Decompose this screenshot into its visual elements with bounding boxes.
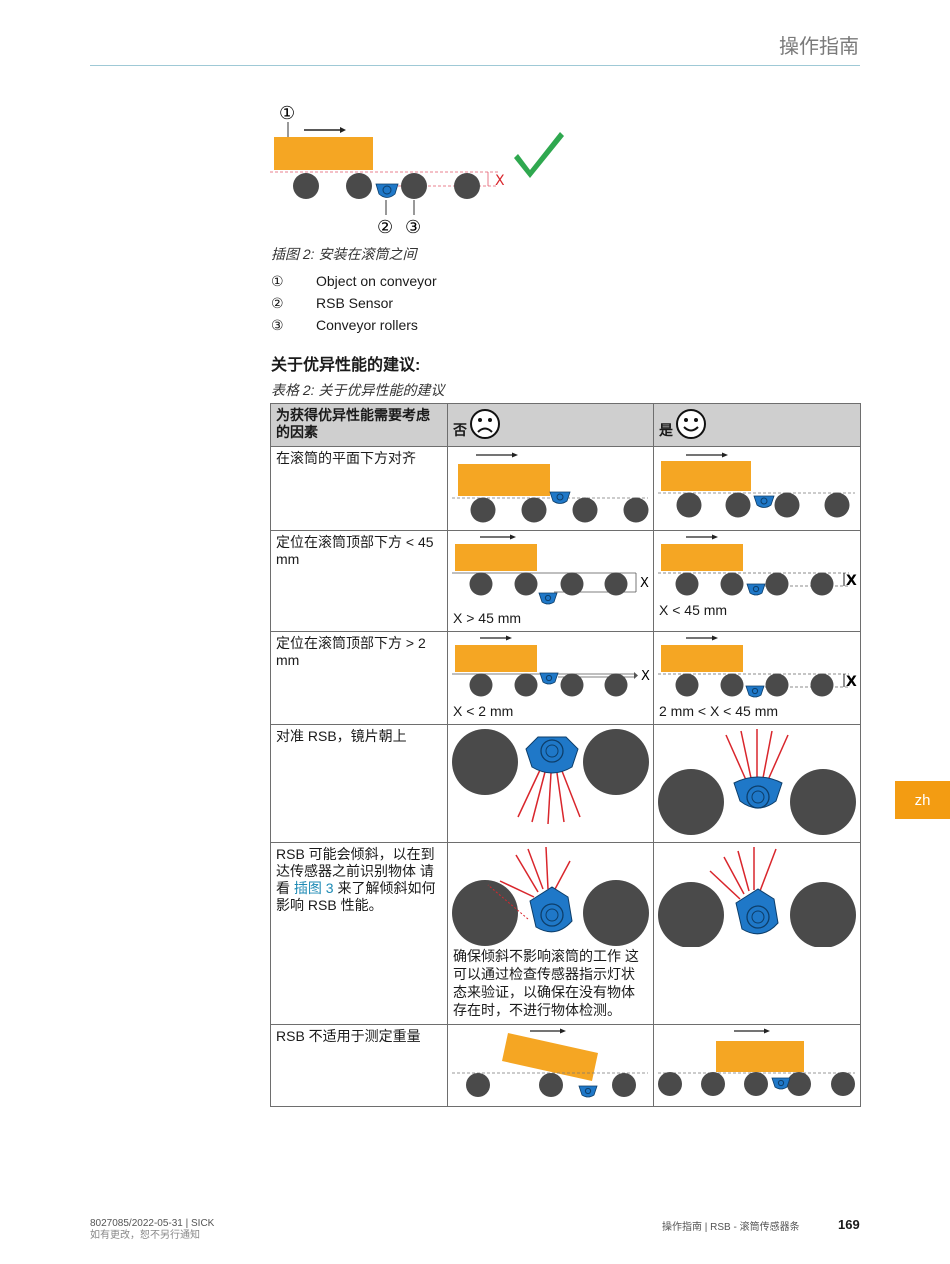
sad-face-icon <box>470 409 500 439</box>
roller <box>401 173 427 199</box>
diagram-no: X <box>452 534 649 605</box>
x-label: X <box>495 173 505 189</box>
diagram-no: X <box>452 635 650 697</box>
row-note-yes: X < 45 mm <box>659 602 728 618</box>
row-note-no: 确保倾斜不影响滚筒的工作 这可以通过检查传感器指示灯状态来验证，以确保在没有物体… <box>453 948 639 1018</box>
table-row: 对准 RSB，镜片朝上 <box>270 724 861 843</box>
diagram-no <box>452 846 649 946</box>
diagram-yes <box>658 729 856 835</box>
roller <box>454 173 480 199</box>
row-note-no: X > 45 mm <box>453 610 522 626</box>
diagram-no <box>452 729 649 825</box>
row-factor: RSB 不适用于测定重量 <box>276 1028 421 1044</box>
check-icon <box>514 132 564 178</box>
diagram-no <box>452 1028 648 1098</box>
row-note-no: X < 2 mm <box>453 703 514 719</box>
page-header-title: 操作指南 <box>779 36 859 58</box>
page-number: 169 <box>838 1217 860 1232</box>
happy-face-icon <box>676 409 706 439</box>
callout-3: ③ <box>405 217 421 238</box>
svg-text:X: X <box>846 573 857 589</box>
recommendations-table: 为获得优异性能需要考虑的因素 否 是 在滚筒的平面下方对齐 <box>270 403 861 1107</box>
row-factor: 定位在滚筒顶部下方 > 2 mm <box>276 635 426 668</box>
diagram-no <box>452 452 649 523</box>
install-figure: ① X ② ③ <box>270 103 564 238</box>
svg-text:X: X <box>640 576 649 591</box>
callout-1: ① <box>279 103 295 124</box>
header-factor: 为获得优异性能需要考虑的因素 <box>276 407 430 440</box>
header-divider <box>90 65 860 66</box>
section-heading: 关于优异性能的建议: <box>271 357 421 374</box>
language-tab[interactable]: zh <box>895 781 950 819</box>
table-header-row: 为获得优异性能需要考虑的因素 否 是 <box>270 403 861 447</box>
table-row: RSB 不适用于测定重量 <box>270 1024 861 1107</box>
table-row: 在滚筒的平面下方对齐 <box>270 446 861 531</box>
header-no: 否 <box>448 404 653 442</box>
figure-3-link[interactable]: 插图 3 <box>293 880 334 896</box>
footer-notice: 如有更改，恕不另行通知 <box>90 1230 200 1241</box>
table-row: 定位在滚筒顶部下方 > 2 mm X X < 2 mm <box>270 631 861 725</box>
diagram-yes <box>658 847 856 947</box>
header-yes: 是 <box>654 404 860 442</box>
row-factor: 定位在滚筒顶部下方 < 45 mm <box>276 534 434 567</box>
conveyor-object <box>274 137 373 170</box>
diagram-yes <box>658 1028 855 1096</box>
svg-text:X: X <box>641 669 650 684</box>
svg-text:X: X <box>846 674 857 690</box>
callout-2: ② <box>377 217 393 238</box>
row-factor: 对准 RSB，镜片朝上 <box>276 728 407 744</box>
footer-doc-id: 8027085/2022-05-31 | SICK <box>90 1218 215 1229</box>
roller <box>293 173 319 199</box>
footer-doc-info: 8027085/2022-05-31 | SICK 如有更改，恕不另行通知 <box>90 1218 214 1242</box>
row-factor: 在滚筒的平面下方对齐 <box>276 450 416 466</box>
table-caption: 表格 2: 关于优异性能的建议 <box>271 382 445 398</box>
table-row: RSB 可能会倾斜，以在到达传感器之前识别物体 请看 插图 3 来了解倾斜如何影… <box>270 842 861 1025</box>
row-factor: RSB 可能会倾斜，以在到达传感器之前识别物体 请看 插图 3 来了解倾斜如何影… <box>276 846 436 913</box>
diagram-yes: X <box>658 534 857 596</box>
footer-breadcrumb: 操作指南 | RSB - 滚筒传感器条 <box>662 1222 800 1233</box>
diagram-yes <box>658 452 855 518</box>
diagram-yes: X <box>658 635 857 698</box>
figure-caption: 插图 2: 安装在滚筒之间 <box>271 246 417 262</box>
table-row: 定位在滚筒顶部下方 < 45 mm X X > 45 mm <box>270 530 861 632</box>
row-note-yes: 2 mm < X < 45 mm <box>659 703 779 719</box>
roller <box>346 173 372 199</box>
rsb-sensor <box>375 183 399 198</box>
